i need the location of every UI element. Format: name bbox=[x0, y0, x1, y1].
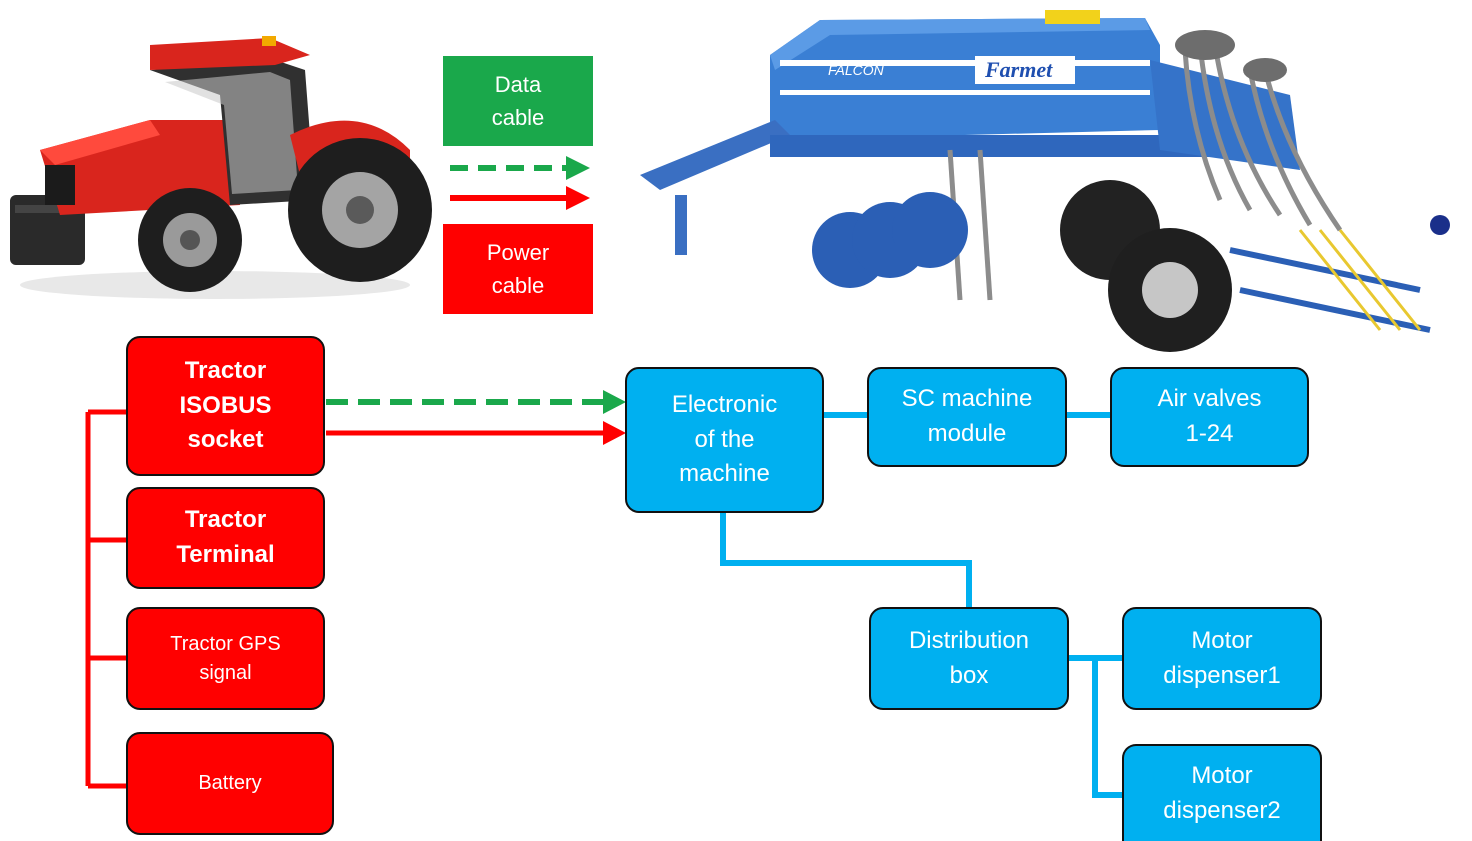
legend-data-arrow bbox=[450, 156, 590, 180]
distribution-box: Distribution box bbox=[869, 607, 1069, 710]
motor-dispenser2-box: Motor dispenser2 bbox=[1122, 744, 1322, 841]
machine-bus-connector bbox=[720, 412, 1123, 798]
legend-power-arrow bbox=[450, 186, 590, 210]
data-cable-connector bbox=[326, 390, 626, 414]
air-valves-box: Air valves 1-24 bbox=[1110, 367, 1309, 467]
tractor-illustration bbox=[10, 36, 432, 299]
distribution-box-label: Distribution box bbox=[908, 626, 1030, 689]
machine-electronic-label: Electronic of the machine bbox=[671, 390, 778, 488]
legend-power-cable-label: Power cable bbox=[486, 240, 550, 298]
machine-electronic-box: Electronic of the machine bbox=[625, 367, 824, 513]
legend-power-cable: Power cable bbox=[443, 224, 593, 314]
tractor-terminal-box: Tractor Terminal bbox=[126, 487, 325, 589]
seeder-illustration bbox=[640, 10, 1450, 352]
tractor-bus-connector bbox=[85, 409, 128, 789]
seeder-brand-label: Farmet bbox=[985, 57, 1053, 82]
tractor-isobus-socket-box: Tractor ISOBUS socket bbox=[126, 336, 325, 476]
seeder-model-label: FALCON bbox=[828, 62, 884, 78]
tractor-terminal-label: Tractor Terminal bbox=[176, 506, 275, 568]
sc-machine-module-label: SC machine module bbox=[901, 385, 1033, 447]
motor-dispenser1-label: Motor dispenser1 bbox=[1163, 626, 1281, 689]
motor-dispenser2-label: Motor dispenser2 bbox=[1163, 761, 1281, 824]
battery-label: Battery bbox=[198, 772, 262, 794]
tractor-gps-signal-label: Tractor GPS signal bbox=[170, 632, 281, 684]
sc-machine-module-box: SC machine module bbox=[867, 367, 1067, 467]
air-valves-label: Air valves 1-24 bbox=[1157, 385, 1262, 447]
legend-data-cable: Data cable bbox=[443, 56, 593, 146]
power-cable-connector bbox=[326, 421, 626, 445]
legend-data-cable-label: Data cable bbox=[491, 72, 545, 130]
tractor-gps-signal-box: Tractor GPS signal bbox=[126, 607, 325, 710]
battery-box: Battery bbox=[126, 732, 334, 835]
motor-dispenser1-box: Motor dispenser1 bbox=[1122, 607, 1322, 710]
tractor-isobus-socket-label: Tractor ISOBUS socket bbox=[179, 356, 272, 454]
